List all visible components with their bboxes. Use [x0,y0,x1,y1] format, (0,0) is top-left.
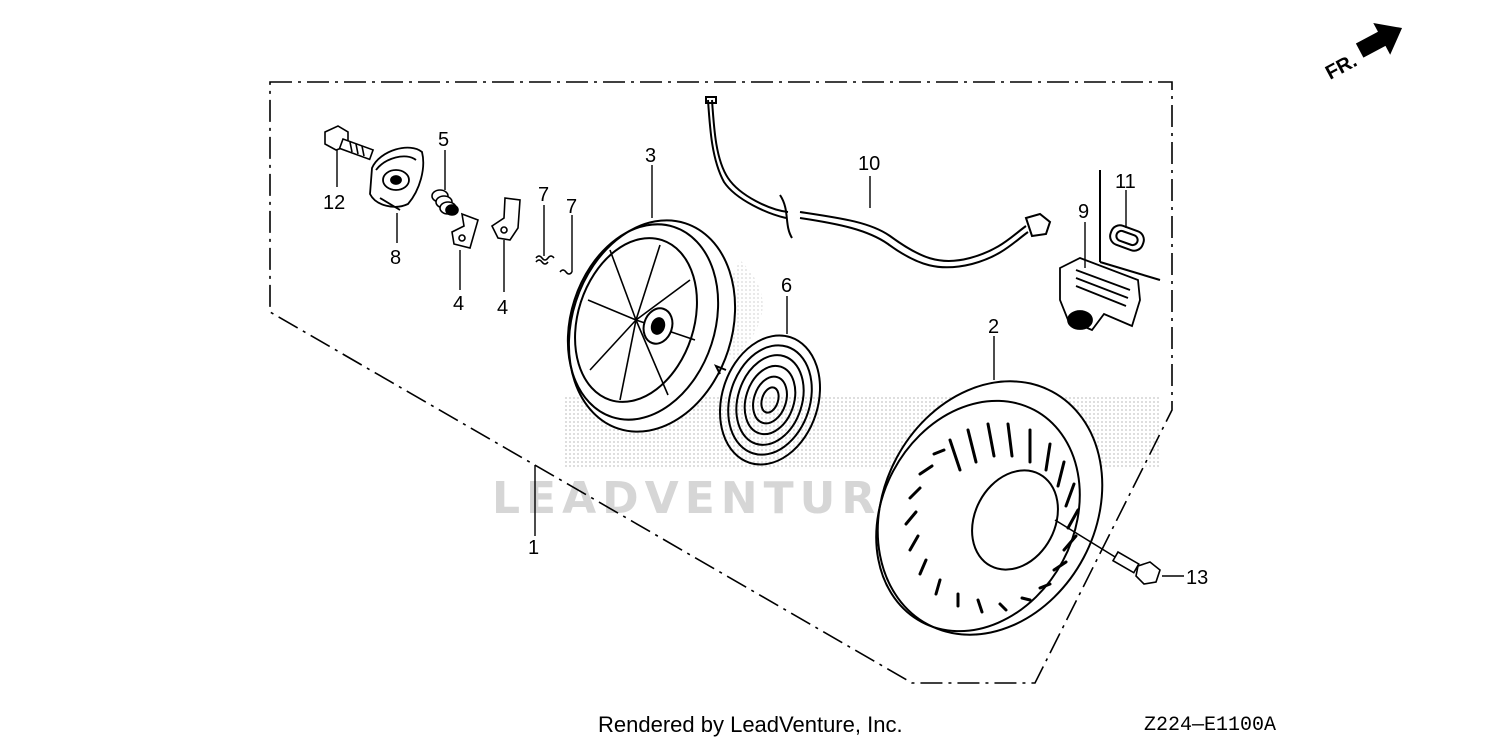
part-9-starter-grip [1059,257,1141,332]
part-7-springs [535,255,573,275]
part-4-pawl-right [490,197,521,241]
watermark-text: LEADVENTURE [492,473,917,524]
callouts: 1 2 3 4 4 5 6 7 7 8 9 10 11 12 13 [323,129,1208,589]
part-6-recoil-spring [713,334,821,466]
part-4-pawl-left [451,212,479,249]
callout-4-left: 4 [453,293,464,315]
part-5-spring [431,189,459,216]
callout-7-left: 7 [538,184,549,206]
callout-2: 2 [988,316,999,338]
part-8-ratchet [369,146,425,211]
callout-3: 3 [645,145,656,167]
callout-8: 8 [390,247,401,269]
leader-lines [336,150,1184,577]
diagram-code: Z224—E1100A [1144,714,1277,737]
front-arrow-icon [1355,22,1403,58]
fr-label: FR. [1322,50,1361,85]
callout-1: 1 [528,537,539,559]
callout-12: 12 [323,192,345,214]
part-2-starter-case [875,380,1104,636]
assembly-boundary [269,81,1173,684]
callout-5: 5 [438,129,449,151]
callout-13: 13 [1186,567,1208,589]
callout-10: 10 [858,153,880,175]
callout-4-right: 4 [497,297,508,319]
part-10-rope [705,96,1052,269]
front-direction-indicator: FR. [1322,22,1403,85]
part-11-grip-seal [1099,170,1161,281]
footer-credit: Rendered by LeadVenture, Inc. [598,712,903,737]
part-12-bolt [324,125,375,161]
callout-6: 6 [781,275,792,297]
part-13-flange-bolt [1054,519,1161,585]
callout-11: 11 [1115,171,1136,193]
callout-9: 9 [1078,201,1089,223]
part-3-reel [566,219,737,433]
callout-7-right: 7 [566,196,577,218]
